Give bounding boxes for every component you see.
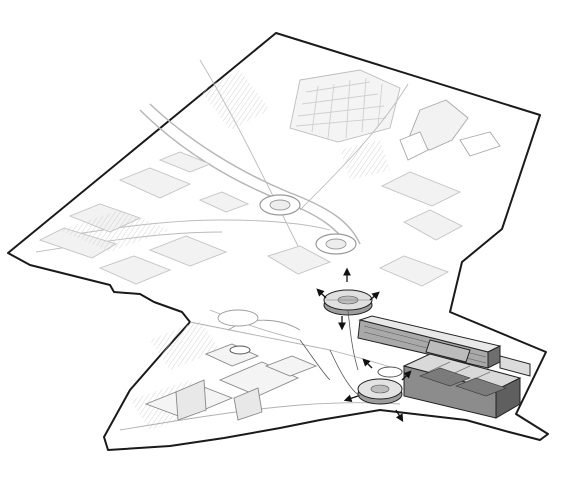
circulation-arrow-icon bbox=[316, 288, 327, 299]
featured-buildings bbox=[357, 315, 531, 419]
pavilion-paths bbox=[299, 309, 361, 397]
circulation-arrow-icon bbox=[401, 370, 412, 381]
pavilion-lower bbox=[357, 378, 403, 405]
parking-field bbox=[289, 69, 401, 143]
surrounding-context bbox=[35, 59, 501, 431]
circulation-arrow-icon bbox=[395, 409, 404, 423]
circulation-arrow-icon bbox=[369, 291, 380, 301]
pavilion-upper bbox=[323, 289, 373, 316]
circulation-arrow-icon bbox=[343, 394, 359, 402]
circulation-arrows bbox=[316, 267, 412, 423]
circulation-arrow-icon bbox=[362, 358, 373, 369]
circular-pavilions bbox=[229, 289, 403, 405]
